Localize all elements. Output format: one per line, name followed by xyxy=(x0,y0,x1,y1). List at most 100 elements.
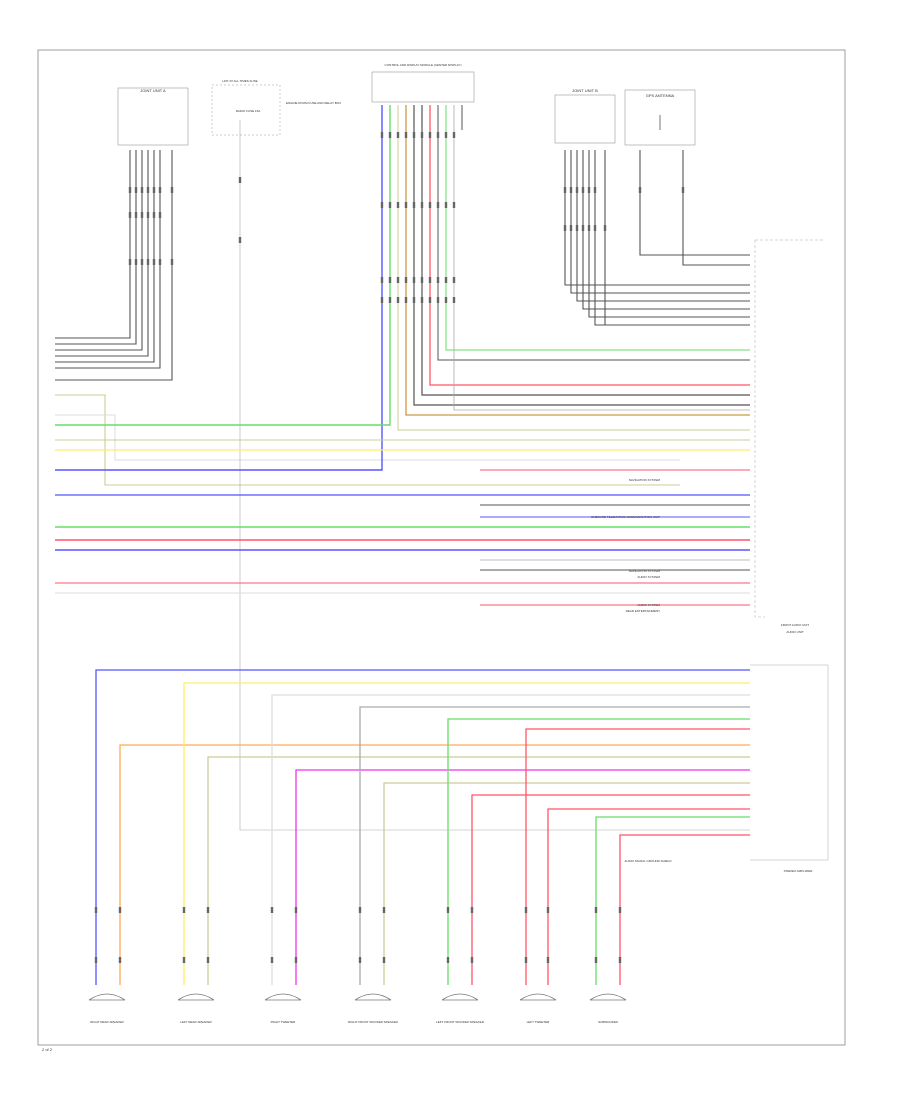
connector-pin xyxy=(94,907,98,913)
speaker-label-1: RIGHT REAR SPEAKER xyxy=(90,1020,124,1024)
component-boxes xyxy=(117,71,829,861)
connector-pin xyxy=(444,132,448,138)
connector-pin xyxy=(569,225,573,231)
wire-16 xyxy=(429,105,750,386)
connector-pin xyxy=(546,907,550,913)
gps-antenna-label: GPS ANTENNA xyxy=(646,93,675,98)
labels: JOINT UNIT A HOT AT ALL TIMES FUSE RADIO… xyxy=(42,63,813,1052)
connector-pin xyxy=(388,202,392,208)
connector-pin xyxy=(128,259,132,265)
wire-35 xyxy=(564,150,750,286)
connector-pin xyxy=(436,202,440,208)
wire-17 xyxy=(437,105,750,361)
connector-pin xyxy=(563,187,567,193)
connector-pin xyxy=(170,187,174,193)
top-left-unit-label: JOINT UNIT A xyxy=(140,88,166,93)
connector-pin xyxy=(206,907,210,913)
connector-pin xyxy=(581,225,585,231)
connector-pin xyxy=(436,297,440,303)
connector-pin xyxy=(446,957,450,963)
mid-note-1: NAVIGATION SYSTEM xyxy=(629,478,661,482)
mid-note-6: REAR ENTERTAINMENT xyxy=(626,609,661,613)
wire-52 xyxy=(383,782,750,985)
connector-pin xyxy=(593,187,597,193)
connector-pin xyxy=(452,277,456,283)
connector-pin xyxy=(594,907,598,913)
wire-43 xyxy=(682,150,750,266)
connector-pin xyxy=(146,259,150,265)
connector-pin xyxy=(382,957,386,963)
wire-39 xyxy=(588,150,750,318)
connector-pin xyxy=(404,132,408,138)
connector-pin xyxy=(412,132,416,138)
connector-pin xyxy=(587,187,591,193)
connector-pin xyxy=(524,907,528,913)
connector-pin xyxy=(358,907,362,913)
connector-pin xyxy=(618,907,622,913)
connector-pin xyxy=(412,277,416,283)
connector-pin xyxy=(428,297,432,303)
connector-pin xyxy=(382,907,386,913)
connector-pin xyxy=(294,907,298,913)
connector-pin xyxy=(152,212,156,218)
wire-10 xyxy=(55,105,383,471)
connector-pin xyxy=(618,957,622,963)
mid-note-7: FRONT AUDIO UNIT xyxy=(781,623,809,627)
connector-pin xyxy=(396,277,400,283)
wire-18 xyxy=(445,105,750,351)
connector-pin xyxy=(128,212,132,218)
speaker-6 xyxy=(519,993,557,1001)
connector-pin xyxy=(436,277,440,283)
speaker-4 xyxy=(354,993,392,1001)
connector-pin xyxy=(388,277,392,283)
mid-note-4: AUDIO SYSTEM xyxy=(637,575,660,579)
speaker-2 xyxy=(177,993,215,1001)
connector-pin xyxy=(396,297,400,303)
connector-pin xyxy=(470,907,474,913)
connector-pin xyxy=(587,225,591,231)
wires xyxy=(55,105,750,985)
connector-pin xyxy=(404,202,408,208)
wire-41 xyxy=(604,150,750,326)
connector-pin xyxy=(380,297,384,303)
speaker-label-4: RIGHT FRONT WOOFER SPEAKER xyxy=(348,1020,399,1024)
connector-pin xyxy=(206,957,210,963)
connector-pin xyxy=(452,297,456,303)
wire-50 xyxy=(295,769,750,985)
wire-55 xyxy=(525,728,750,985)
speaker-5 xyxy=(441,993,479,1001)
connector-pin xyxy=(575,225,579,231)
wire-12 xyxy=(397,105,750,431)
top-right-unit-label: JOINT UNIT B xyxy=(572,88,598,93)
connector-pin xyxy=(581,187,585,193)
wire-2 xyxy=(55,150,143,351)
connector-pin xyxy=(118,957,122,963)
connector-pin xyxy=(294,957,298,963)
wire-37 xyxy=(576,150,750,302)
connector-pin xyxy=(182,957,186,963)
connector-pin xyxy=(128,187,132,193)
connector-pin xyxy=(380,202,384,208)
speaker-label-5: LEFT FRONT WOOFER SPEAKER xyxy=(436,1020,485,1024)
speaker-label-7: SUBWOOFER xyxy=(598,1020,619,1024)
connector-pin xyxy=(238,237,242,243)
connector-pin xyxy=(428,132,432,138)
speaker-label-6: LEFT TWEETER xyxy=(527,1020,551,1024)
fuse-box xyxy=(211,84,281,136)
connector-pin xyxy=(358,957,362,963)
amplifier-label: STEREO AMPLIFIER xyxy=(784,869,814,873)
connector-pin xyxy=(436,132,440,138)
wire-47 xyxy=(183,682,750,985)
connector-pin xyxy=(428,202,432,208)
wire-51 xyxy=(359,706,750,985)
wire-3 xyxy=(55,150,149,357)
connector-pin xyxy=(118,907,122,913)
wire-9 xyxy=(239,120,750,831)
connector-pin xyxy=(396,202,400,208)
wire-5 xyxy=(55,150,161,369)
speaker-1 xyxy=(88,993,126,1001)
connector-pin xyxy=(140,187,144,193)
wire-4 xyxy=(55,150,155,363)
connector-pin xyxy=(446,907,450,913)
